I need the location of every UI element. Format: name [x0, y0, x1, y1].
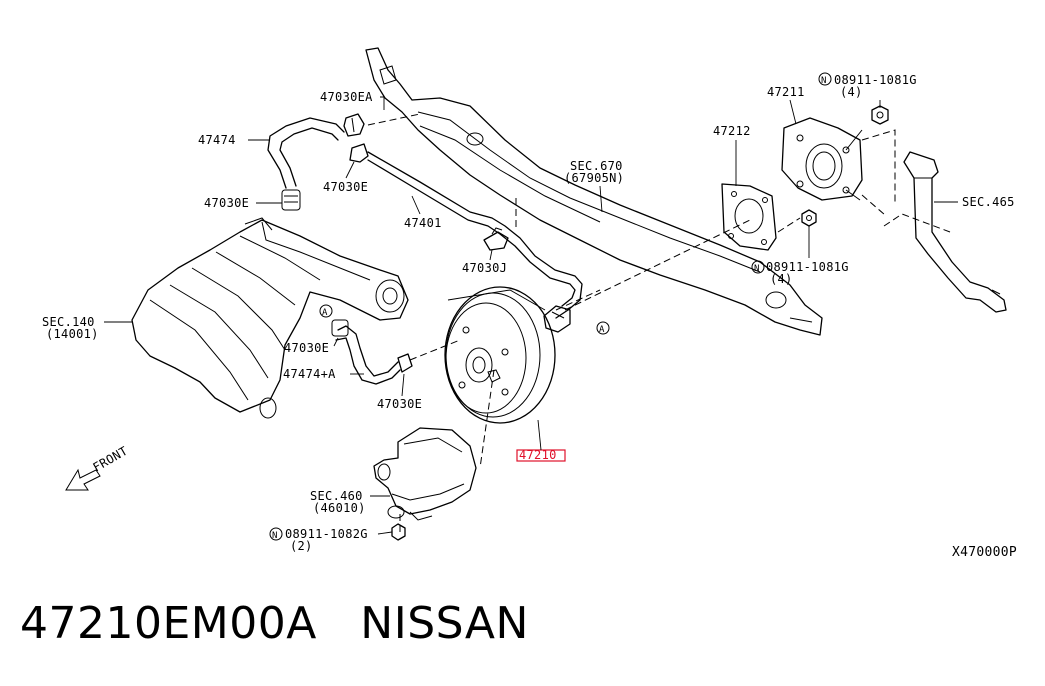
label-sec460-sub: (46010) [313, 501, 366, 515]
check-valve [543, 305, 571, 333]
marker-n-3 [269, 527, 283, 541]
parts-diagram: 47030EA 47474 47030E 47030E 47401 47030J… [42, 47, 1017, 560]
marker-a-1-text: A [322, 308, 328, 318]
label-47030e-a: 47030E [323, 180, 368, 194]
label-47212: 47212 [713, 124, 751, 138]
nut-mid [801, 209, 817, 227]
label-nut-3: 08911-1082G [285, 527, 368, 541]
brake-pedal [903, 151, 1007, 313]
label-nut-1-qty: (4) [840, 85, 863, 99]
hose-47474a [331, 319, 413, 385]
label-47030ea: 47030EA [320, 90, 373, 104]
bracket-47211 [781, 117, 863, 201]
label-47030e-b: 47030E [204, 196, 249, 210]
nut-bottom [391, 523, 406, 541]
label-47211: 47211 [767, 85, 805, 99]
clip-47030j [483, 227, 509, 251]
marker-a-2 [596, 321, 610, 335]
label-front: FRONT [91, 444, 131, 475]
label-sec670-sub: (67905N) [564, 171, 624, 185]
marker-n-1-text: N [821, 76, 827, 86]
label-sec460: SEC.460 [310, 489, 363, 503]
marker-a-2-text: A [599, 325, 605, 335]
label-nut-3-qty: (2) [290, 539, 313, 553]
label-47030e-d: 47030E [377, 397, 422, 411]
label-sec465: SEC.465 [962, 195, 1015, 209]
label-47474: 47474 [198, 133, 236, 147]
marker-n-2 [751, 260, 765, 274]
label-nut-1: 08911-1081G [834, 73, 917, 87]
hose-47474 [267, 117, 345, 211]
part-number: 47210EM00A [20, 598, 317, 649]
label-sec140-sub: (14001) [46, 327, 99, 341]
footer-title: 47210EM00A NISSAN [20, 598, 529, 649]
gasket-47212 [721, 183, 777, 251]
clamp-47030e-top [349, 143, 369, 163]
label-nut-2-qty: (4) [770, 272, 793, 286]
nut-top [871, 105, 889, 125]
marker-n-1 [818, 72, 832, 86]
marker-n-3-text: N [272, 531, 278, 541]
label-sec140: SEC.140 [42, 315, 95, 329]
label-sec670: SEC.670 [570, 159, 623, 173]
label-47401: 47401 [404, 216, 442, 230]
label-47030e-c: 47030E [284, 341, 329, 355]
label-47210: 47210 [519, 448, 557, 462]
label-nut-2: 08911-1081G [766, 260, 849, 274]
brand-name: NISSAN [360, 598, 529, 649]
vacuum-tube [367, 151, 583, 319]
marker-a-1 [319, 304, 333, 318]
label-47474a: 47474+A [283, 367, 336, 381]
marker-n-2-text: N [754, 264, 760, 274]
intake-manifold [131, 217, 409, 419]
front-arrow [65, 468, 101, 491]
master-cylinder [373, 427, 477, 521]
label-47030j: 47030J [462, 261, 507, 275]
clamp-47030ea [343, 113, 365, 137]
diagram-code: X470000P [952, 545, 1017, 560]
dash-cross-member [365, 47, 823, 336]
brake-booster [444, 286, 556, 424]
